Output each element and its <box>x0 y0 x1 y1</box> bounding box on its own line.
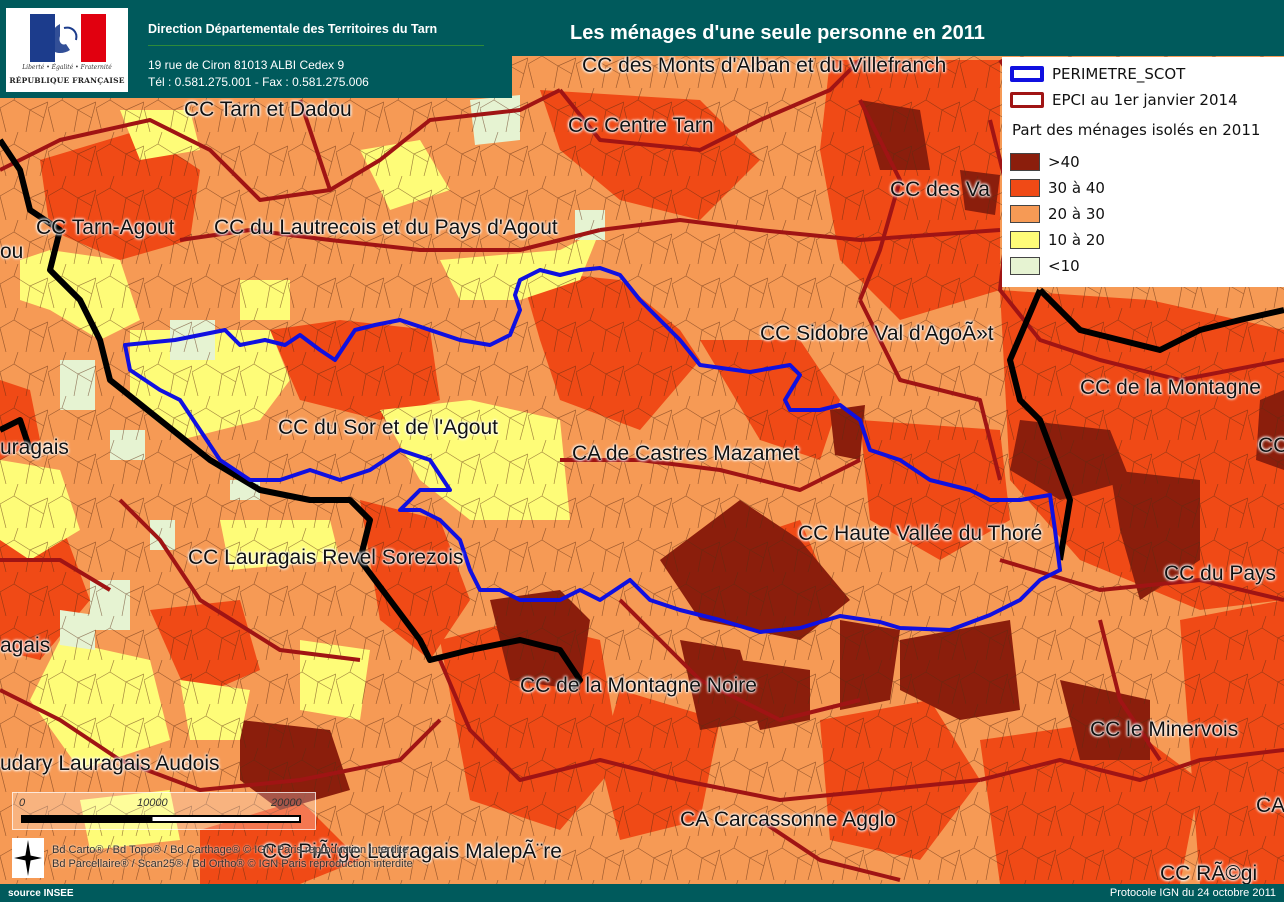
map-label[interactable]: CC Tarn-Agout <box>36 216 175 239</box>
credit-line: Bd Carto® / Bd Topo® / Bd Carthage® © IG… <box>52 844 409 856</box>
motto: Liberté • Égalité • Fraternité <box>22 64 112 71</box>
legend-class-item: 10 à 20 <box>1010 229 1105 251</box>
title-bar: Les ménages d'une seule personne en 2011 <box>512 0 1284 56</box>
epci-boundaries <box>0 58 1284 882</box>
legend-label: 20 à 30 <box>1048 205 1105 223</box>
legend-label: PERIMETRE_SCOT <box>1052 65 1186 83</box>
scale-bar: 0 10000 20000 <box>12 792 316 830</box>
republic-name: RÉPUBLIQUE FRANÇAISE <box>9 76 125 85</box>
map-label[interactable]: CC Lauragais Revel Sorezois <box>188 546 464 569</box>
address: 19 rue de Ciron 81013 ALBI Cedex 9 <box>148 58 345 72</box>
map-label[interactable]: agais <box>0 634 51 657</box>
map-label[interactable]: CA de Castres Mazamet <box>572 442 800 465</box>
protocol-note: Protocole IGN du 24 octobre 2011 <box>1109 887 1276 899</box>
legend-item-epci: EPCI au 1er janvier 2014 <box>1010 89 1238 111</box>
class-swatch-icon <box>1010 179 1040 197</box>
header-panel: Liberté • Égalité • Fraternité RÉPUBLIQU… <box>0 0 512 98</box>
department-boundary <box>0 138 1284 693</box>
scot-perimeter[interactable] <box>123 266 1062 634</box>
map-label[interactable]: CC Tarn et Dadou <box>184 98 352 121</box>
scale-bar-graphic <box>21 815 301 823</box>
class-swatch-icon <box>1010 257 1040 275</box>
legend-class-item: <10 <box>1010 255 1080 277</box>
map-title: Les ménages d'une seule personne en 2011 <box>570 22 985 44</box>
marianne-logo: Liberté • Égalité • Fraternité RÉPUBLIQU… <box>6 8 128 92</box>
map-label[interactable]: CC de la Montagne <box>1080 376 1261 399</box>
epci-swatch-icon <box>1010 92 1044 108</box>
marianne-flag-icon <box>30 14 106 62</box>
header-divider <box>148 45 484 46</box>
map-label[interactable]: CC Haute Vallée du Thoré <box>798 522 1043 545</box>
map-label[interactable]: CC Sidobre Val d'AgoÃ»t <box>760 322 994 345</box>
scale-tick: 0 <box>19 797 26 809</box>
map-label[interactable]: CC du Sor et de l'Agout <box>278 416 498 439</box>
legend-class-item: >40 <box>1010 151 1080 173</box>
map-label[interactable]: CC des Va <box>890 178 990 201</box>
scot-swatch-icon <box>1010 66 1044 82</box>
class-swatch-icon <box>1010 205 1040 223</box>
map-label[interactable]: CC <box>1258 434 1284 457</box>
phone-fax: Tél : 0.581.275.001 - Fax : 0.581.275.00… <box>148 75 369 89</box>
legend: PERIMETRE_SCOT EPCI au 1er janvier 2014 … <box>1002 57 1284 287</box>
map-label[interactable]: CC RÃ©gi <box>1160 862 1258 885</box>
map-label[interactable]: CC des Monts d'Alban et du Villefranch <box>582 54 947 77</box>
legend-label: EPCI au 1er janvier 2014 <box>1052 91 1238 109</box>
map-label[interactable]: CC PiÃ¨ge Lauragais MalepÃ¨re <box>262 840 562 863</box>
legend-item-scot: PERIMETRE_SCOT <box>1010 63 1185 85</box>
legend-label: <10 <box>1048 257 1080 275</box>
legend-label: 10 à 20 <box>1048 231 1105 249</box>
data-source: source INSEE <box>8 888 74 899</box>
map-label[interactable]: CC du Pays <box>1164 562 1277 585</box>
credit-line: Bd Parcellaire® / Scan25® / Bd Ortho® © … <box>52 858 413 870</box>
map-label[interactable]: ou <box>0 240 24 263</box>
map-label[interactable]: CC Centre Tarn <box>568 114 714 137</box>
map-label[interactable]: CC de la Montagne Noire <box>520 674 757 697</box>
footer-bar: source INSEE Protocole IGN du 24 octobre… <box>0 884 1284 902</box>
scale-tick: 20000 <box>271 797 302 809</box>
legend-classes-title: Part des ménages isolés en 2011 <box>1012 121 1261 139</box>
copyright-credits: Bd Carto® / Bd Topo® / Bd Carthage® © IG… <box>52 843 413 871</box>
class-swatch-icon <box>1010 153 1040 171</box>
legend-label: 30 à 40 <box>1048 179 1105 197</box>
legend-class-item: 30 à 40 <box>1010 177 1105 199</box>
north-arrow-icon <box>12 838 44 878</box>
legend-label: >40 <box>1048 153 1080 171</box>
class-swatch-icon <box>1010 231 1040 249</box>
map-label[interactable]: CC du Lautrecois et du Pays d'Agout <box>214 216 558 239</box>
scale-tick: 10000 <box>137 797 168 809</box>
map-label[interactable]: CC le Minervois <box>1090 718 1239 741</box>
legend-class-item: 20 à 30 <box>1010 203 1105 225</box>
map-label[interactable]: udary Lauragais Audois <box>0 752 220 775</box>
map-label[interactable]: CA Carcassonne Agglo <box>680 808 896 831</box>
organization-name: Direction Départementale des Territoires… <box>148 22 438 36</box>
map-label[interactable]: uragais <box>0 436 69 459</box>
map-label[interactable]: CA <box>1256 794 1284 817</box>
